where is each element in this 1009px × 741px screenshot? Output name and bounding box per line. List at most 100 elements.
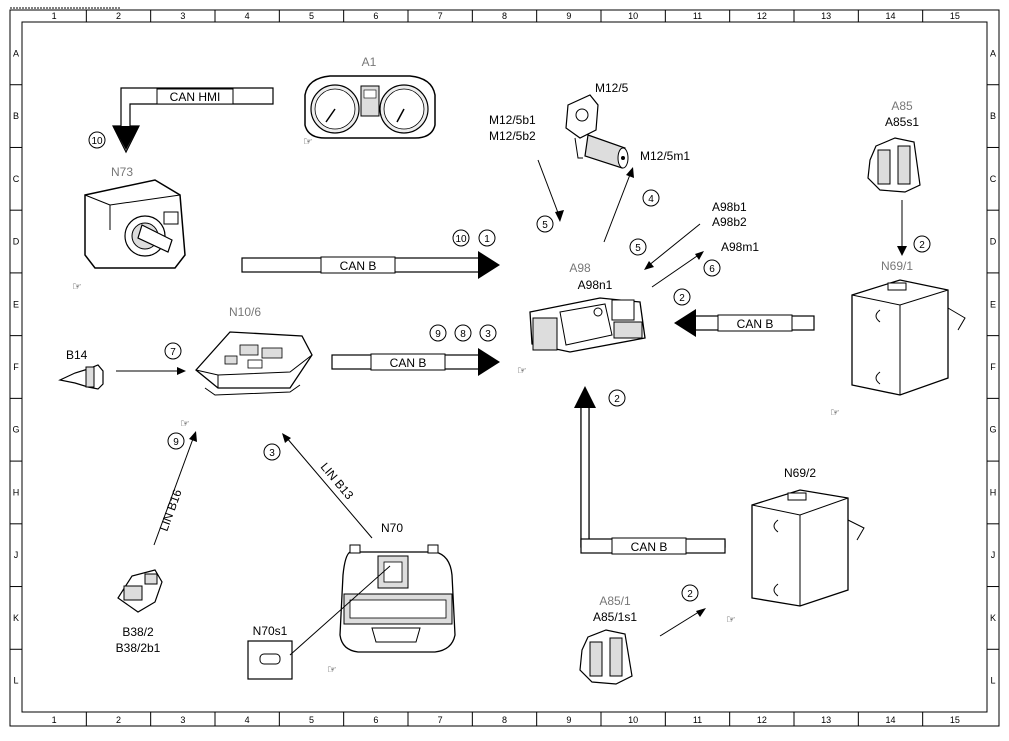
grid-col-label-top: 10 (628, 11, 638, 21)
step-3-a: 3 (479, 324, 497, 342)
grid-row-label-left: C (13, 174, 20, 184)
n69-1-pointing-hand-icon: ☞ (830, 407, 840, 419)
m12-5b2-label: M12/5b2 (489, 129, 536, 143)
step-9-a: 9 (429, 324, 447, 342)
grid-col-label-bottom: 13 (821, 715, 831, 725)
svg-text:5: 5 (542, 220, 548, 231)
grid-col-label-top: 1 (52, 11, 57, 21)
grid-col-label-top: 9 (566, 11, 571, 21)
grid-row-label-right: H (990, 487, 997, 497)
b38-2-label: B38/2 (122, 625, 154, 639)
n69-2-module: N69/2 ☞ (726, 466, 865, 626)
a98b1-label: A98b1 (712, 200, 747, 214)
n10-6-label: N10/6 (229, 305, 261, 319)
svg-text:3: 3 (485, 329, 491, 340)
grid-col-label-bottom: 4 (245, 715, 250, 725)
grid-row-label-right: B (990, 111, 996, 121)
can-b-mid-bus: CAN B (331, 348, 500, 376)
step-2-c: 2 (608, 389, 626, 407)
can-hmi-bus: CAN HMI (112, 87, 274, 154)
a1-pointing-hand-icon: ☞ (303, 136, 313, 148)
a85-module: A85 A85s1 (867, 99, 921, 256)
grid-row-label-left: A (13, 48, 19, 58)
grid-col-label-bottom: 8 (502, 715, 507, 725)
m12-5m1-label: M12/5m1 (640, 149, 690, 163)
svg-text:7: 7 (170, 347, 176, 358)
step-2-a: 2 (913, 235, 931, 253)
svg-text:8: 8 (460, 329, 466, 340)
a85-1-module: A85/1 A85/1s1 (579, 594, 706, 685)
grid-row-label-left: F (13, 362, 19, 372)
step-2-d: 2 (681, 584, 699, 602)
n69-1-label: N69/1 (881, 259, 913, 273)
a85-1s1-label: A85/1s1 (593, 610, 637, 624)
b38-2b1-label: B38/2b1 (116, 641, 161, 655)
grid-row-label-right: A (990, 48, 996, 58)
step-5-b: 5 (629, 238, 647, 256)
grid-row-label-left: K (13, 613, 19, 623)
step-10-b: 10 (452, 229, 470, 247)
grid-col-label-top: 12 (757, 11, 767, 21)
grid-col-label-bottom: 10 (628, 715, 638, 725)
grid-col-label-top: 7 (438, 11, 443, 21)
n73-pointing-hand-icon: ☞ (72, 281, 82, 293)
grid-row-label-right: D (990, 237, 997, 247)
grid-col-label-bottom: 9 (566, 715, 571, 725)
a98-pointing-hand-icon: ☞ (517, 365, 527, 377)
n69-1-module: N69/1 ☞ (830, 259, 966, 419)
grid-row-label-left: J (14, 550, 19, 560)
step-5-a: 5 (536, 215, 554, 233)
svg-text:2: 2 (679, 293, 685, 304)
grid-col-label-top: 4 (245, 11, 250, 21)
a98b2-label: A98b2 (712, 215, 747, 229)
grid-row-label-right: K (990, 613, 996, 623)
m12-5-motor: M12/5 M12/5b1 M12/5b2 M12/5m1 (489, 81, 690, 169)
grid-row-label-right: L (990, 676, 995, 686)
grid-col-label-bottom: 7 (438, 715, 443, 725)
grid-row-label-right: J (991, 550, 996, 560)
step-9-b: 9 (167, 432, 185, 450)
a98-module: A98 A98n1 ☞ (517, 261, 646, 377)
step-3-b: 3 (263, 443, 281, 461)
step-10-a: 10 (88, 131, 106, 149)
grid-col-label-top: 6 (373, 11, 378, 21)
n70-pointing-hand-icon: ☞ (327, 664, 337, 676)
svg-text:9: 9 (435, 329, 441, 340)
a1-label: A1 (362, 55, 377, 69)
b14-sensor: B14 (58, 348, 186, 390)
grid-col-label-bottom: 15 (950, 715, 960, 725)
arrow-step-5-in (537, 159, 561, 219)
n73-ignition-switch: N73 ☞ (72, 165, 186, 293)
grid-row-label-left: H (13, 487, 20, 497)
svg-text:2: 2 (919, 240, 925, 251)
grid-col-label-bottom: 11 (693, 715, 702, 725)
m12-5b1-label: M12/5b1 (489, 113, 536, 127)
a85s1-label: A85s1 (885, 115, 919, 129)
svg-text:3: 3 (269, 448, 275, 459)
n70s1-switch: N70s1 (247, 565, 391, 680)
n69-2-label: N69/2 (784, 466, 816, 480)
step-6: 6 (703, 259, 721, 277)
grid-row-label-right: G (989, 425, 996, 435)
outer-frame (9, 9, 1000, 727)
step-1: 1 (478, 229, 496, 247)
grid-col-label-top: 2 (116, 11, 121, 21)
grid-row-label-left: B (13, 111, 19, 121)
grid-row-label-left: L (13, 676, 18, 686)
grid-labels: 1122334455667788991010111112121313141415… (12, 11, 996, 725)
can-b-top-bus: CAN B (241, 251, 500, 279)
can-b-top-label: CAN B (340, 259, 377, 273)
step-7: 7 (164, 342, 182, 360)
n10-6-module: N10/6 ☞ (180, 305, 313, 430)
can-b-bottom-bus: CAN B (574, 386, 726, 555)
grid-row-label-left: G (12, 425, 19, 435)
a85-1-label: A85/1 (599, 594, 631, 608)
grid-col-label-bottom: 3 (180, 715, 185, 725)
svg-text:5: 5 (635, 243, 641, 254)
grid-ticks (10, 10, 999, 726)
grid-col-label-bottom: 1 (52, 715, 57, 725)
grid-row-label-left: D (13, 237, 20, 247)
grid-row-label-right: F (990, 362, 996, 372)
